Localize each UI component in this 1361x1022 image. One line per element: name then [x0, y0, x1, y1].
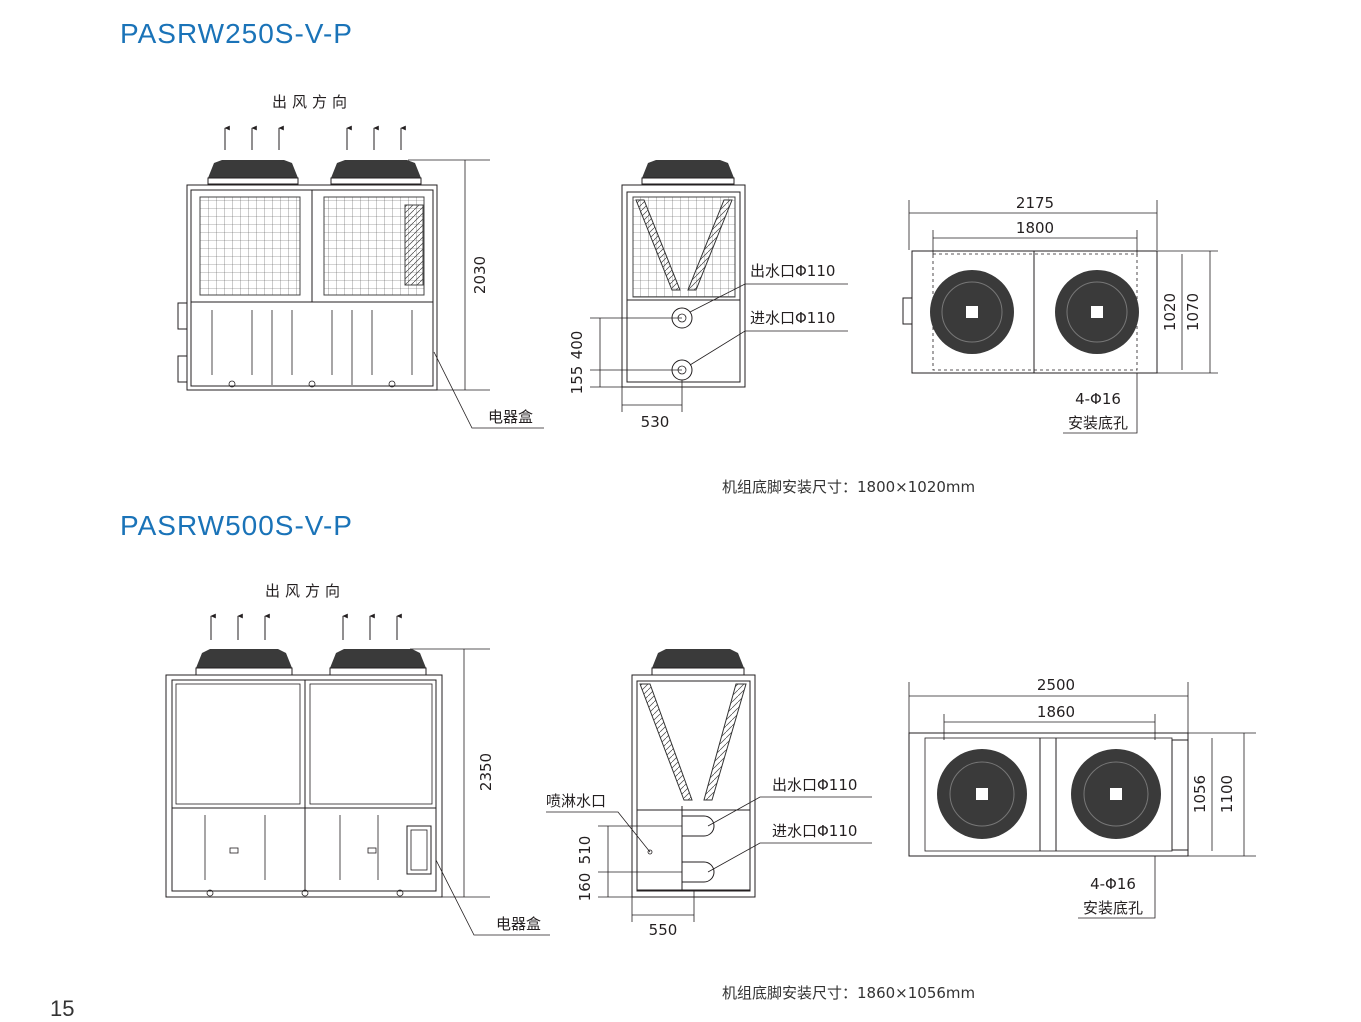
side-view-1: 出水口Φ110 进水口Φ110 155 400 530: [568, 160, 848, 431]
height-dim-2: 2350: [477, 753, 495, 791]
holes-desc-2: 安装底孔: [1083, 899, 1143, 917]
top-dim-inner-1: 1800: [1016, 219, 1054, 237]
fan-top-icon: [330, 649, 426, 668]
side-dim-a-1: 155: [568, 366, 586, 395]
front-view-2: 出风方向 2350 电器盒: [165, 582, 550, 936]
top-dim-total-2: 2500: [1037, 676, 1075, 694]
top-dim-depth-total-1: 1070: [1184, 293, 1202, 331]
outlet-label-1: 出水口Φ110: [750, 262, 835, 280]
top-dim-total-1: 2175: [1016, 194, 1054, 212]
side-dim-width-2: 550: [649, 921, 678, 939]
top-dim-depth-inner-2: 1056: [1191, 775, 1209, 813]
electric-box-label-1: 电器盒: [488, 408, 533, 426]
holes-label-1: 4-Φ16: [1075, 390, 1121, 408]
install-note-2: 机组底脚安装尺寸：1860×1056mm: [722, 984, 976, 1002]
side-dim-a-2: 160: [576, 873, 594, 902]
fan-top-icon: [652, 649, 744, 668]
model-title-2: PASRW500S-V-P: [120, 510, 353, 541]
top-view-2: 2500 1860 1056 1100 4-Φ16 安装底孔: [908, 676, 1256, 919]
install-note-1: 机组底脚安装尺寸：1800×1020mm: [722, 478, 976, 496]
electric-box-label-2: 电器盒: [496, 915, 541, 933]
side-view-2: 喷淋水口 出水口Φ110 进水口Φ110 160 510 550: [546, 649, 872, 939]
holes-desc-1: 安装底孔: [1068, 414, 1128, 432]
fan-top-icon: [208, 160, 298, 178]
side-dim-width-1: 530: [641, 413, 670, 431]
height-dim-1: 2030: [471, 256, 489, 294]
airflow-arrows-1: [224, 125, 406, 150]
inlet-label-2: 进水口Φ110: [772, 822, 857, 840]
top-dim-depth-inner-1: 1020: [1161, 293, 1179, 331]
outlet-label-2: 出水口Φ110: [772, 776, 857, 794]
fan-top-icon: [642, 160, 734, 178]
page-number: 15: [50, 996, 75, 1021]
model-title-1: PASRW250S-V-P: [120, 18, 353, 49]
fan-top-icon: [196, 649, 292, 668]
side-dim-b-2: 510: [576, 836, 594, 865]
inlet-label-1: 进水口Φ110: [750, 309, 835, 327]
front-view-1: 出风方向: [177, 93, 544, 429]
top-view-1: 2175 1800 1020 1070 4-Φ16 安装底孔: [902, 194, 1218, 434]
top-dim-inner-2: 1860: [1037, 703, 1075, 721]
top-dim-depth-total-2: 1100: [1218, 775, 1236, 813]
spray-label-2: 喷淋水口: [546, 792, 606, 810]
airflow-label-2: 出风方向: [265, 582, 345, 600]
airflow-label-1: 出风方向: [272, 93, 352, 111]
holes-label-2: 4-Φ16: [1090, 875, 1136, 893]
fan-top-icon: [331, 160, 421, 178]
airflow-arrows-2: [210, 613, 402, 640]
side-dim-b-1: 400: [568, 331, 586, 360]
